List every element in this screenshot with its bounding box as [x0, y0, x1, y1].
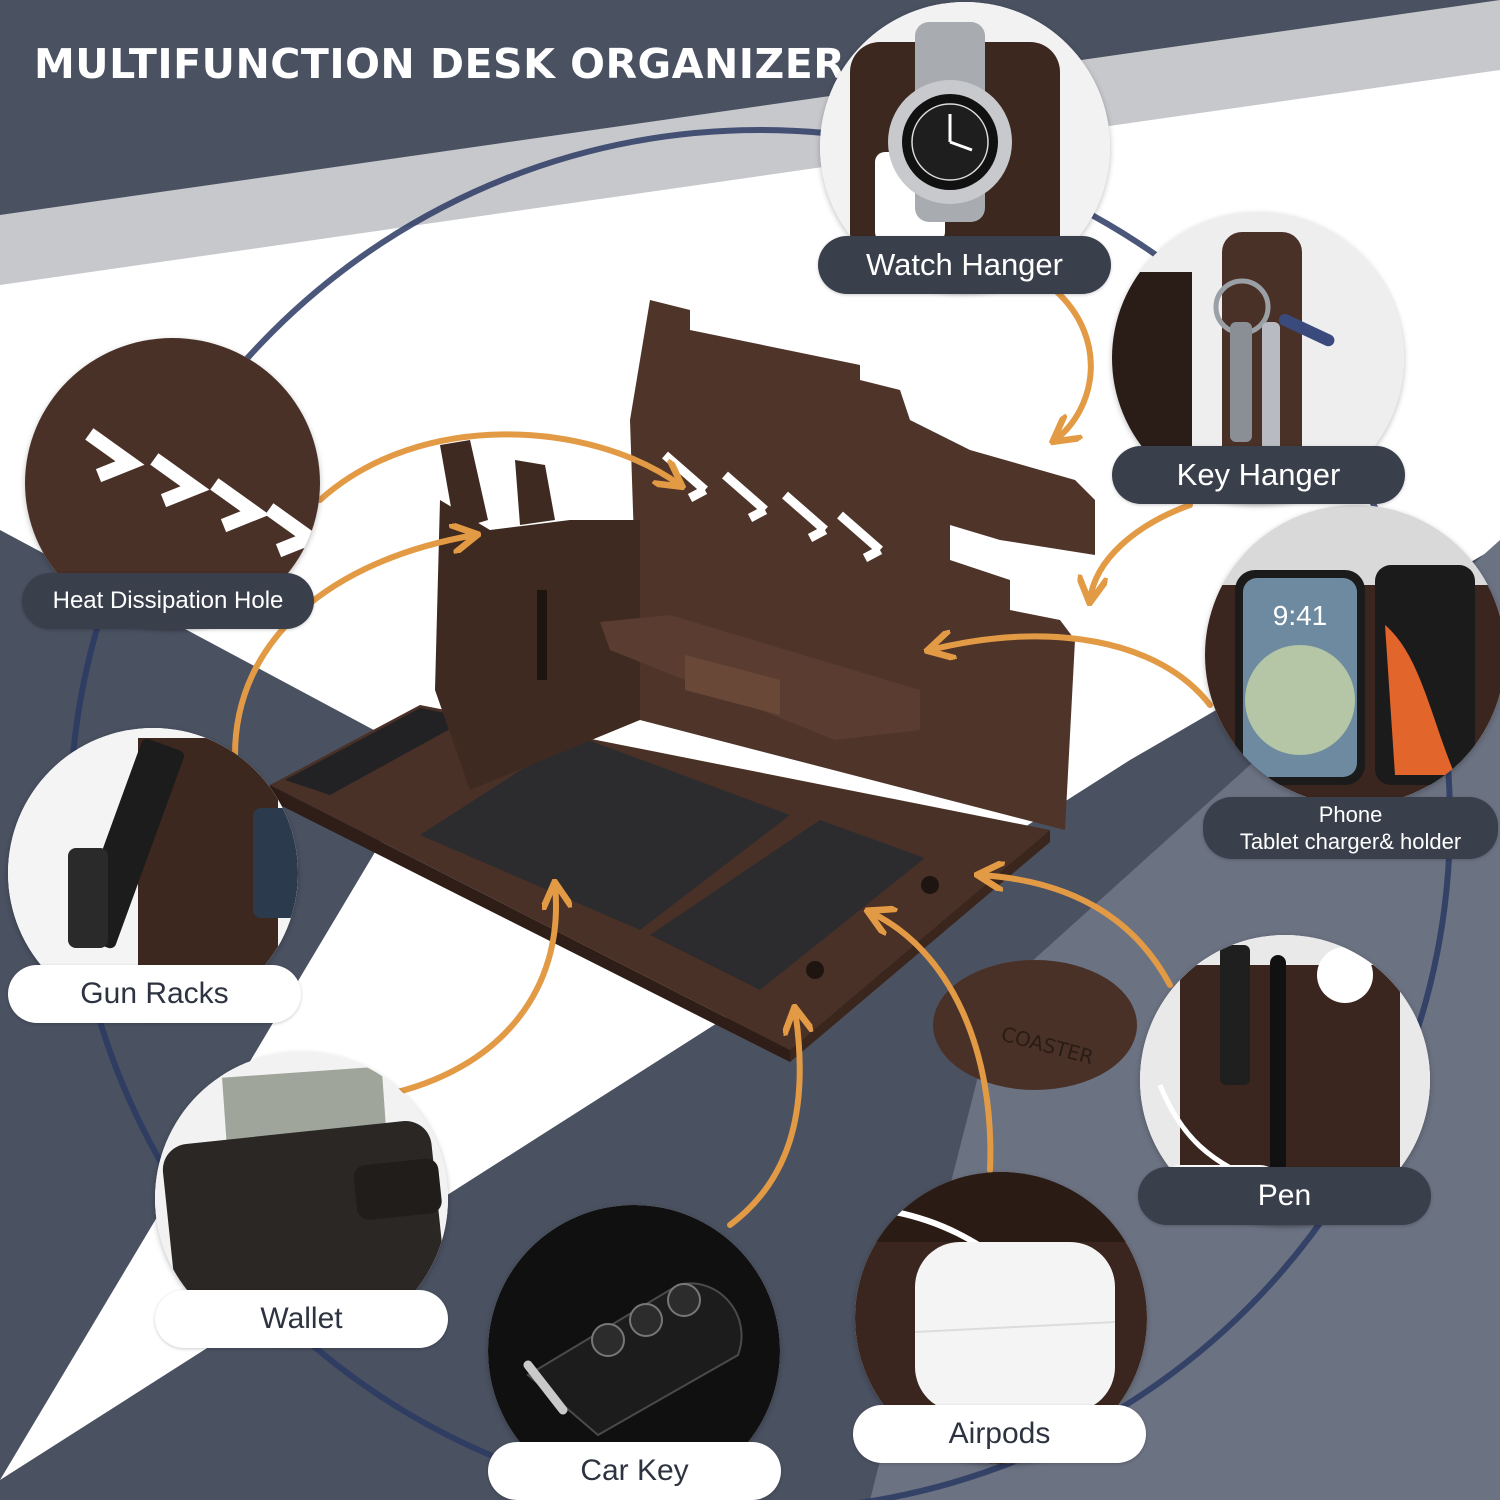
key-hanger-photo	[1112, 212, 1404, 504]
label-gun-racks: Gun Racks	[8, 965, 301, 1023]
arrow-watch	[1055, 287, 1094, 440]
arrow-phone	[930, 636, 1213, 708]
pen-hole	[921, 876, 939, 894]
label-phone-tablet-holder: Phone Tablet charger& holder	[1203, 797, 1498, 859]
arrow-airpods	[870, 912, 994, 1173]
label-pen: Pen	[1138, 1167, 1431, 1225]
label-car-key: Car Key	[488, 1442, 781, 1500]
label-airpods: Airpods	[853, 1405, 1146, 1463]
phone-shelf-front	[685, 655, 780, 715]
label-key-hanger: Key Hanger	[1112, 446, 1405, 504]
airpods-photo	[855, 1172, 1147, 1464]
phone-icon: 9:41	[1205, 505, 1500, 805]
label-text: Wallet	[260, 1302, 343, 1336]
pen-hole	[806, 961, 824, 979]
label-text-line-1: Phone	[1318, 801, 1383, 827]
label-watch-hanger: Watch Hanger	[818, 236, 1111, 294]
label-text: Key Hanger	[1176, 456, 1341, 492]
label-text: Watch Hanger	[866, 246, 1063, 282]
back-felt-strip	[285, 708, 470, 795]
page-title: MULTIFUNCTION DESK ORGANIZER	[34, 40, 846, 88]
label-text: Gun Racks	[80, 977, 229, 1011]
label-text-line-2: Tablet charger& holder	[1239, 829, 1462, 854]
cable-slot	[537, 590, 547, 680]
key-tray	[650, 820, 925, 990]
arrow-key	[1090, 502, 1193, 600]
phone-holder-photo: 9:41	[1205, 505, 1500, 805]
background-gray-band	[0, 0, 1500, 300]
label-text: Heat Dissipation Hole	[52, 587, 284, 614]
phone-time: 9:41	[1273, 600, 1328, 631]
label-text: Airpods	[948, 1417, 1051, 1451]
arrow-heat	[317, 431, 680, 503]
label-text: Car Key	[580, 1454, 689, 1488]
label-text: Pen	[1257, 1179, 1312, 1213]
wallet-tray	[420, 735, 790, 930]
label-heat-dissipation-hole: Heat Dissipation Hole	[22, 573, 314, 629]
coaster	[933, 960, 1137, 1090]
gun-rack-post	[515, 460, 555, 525]
organizer-base-edge	[270, 785, 790, 1062]
gun-rack-post	[440, 440, 488, 530]
label-wallet: Wallet	[155, 1290, 448, 1348]
